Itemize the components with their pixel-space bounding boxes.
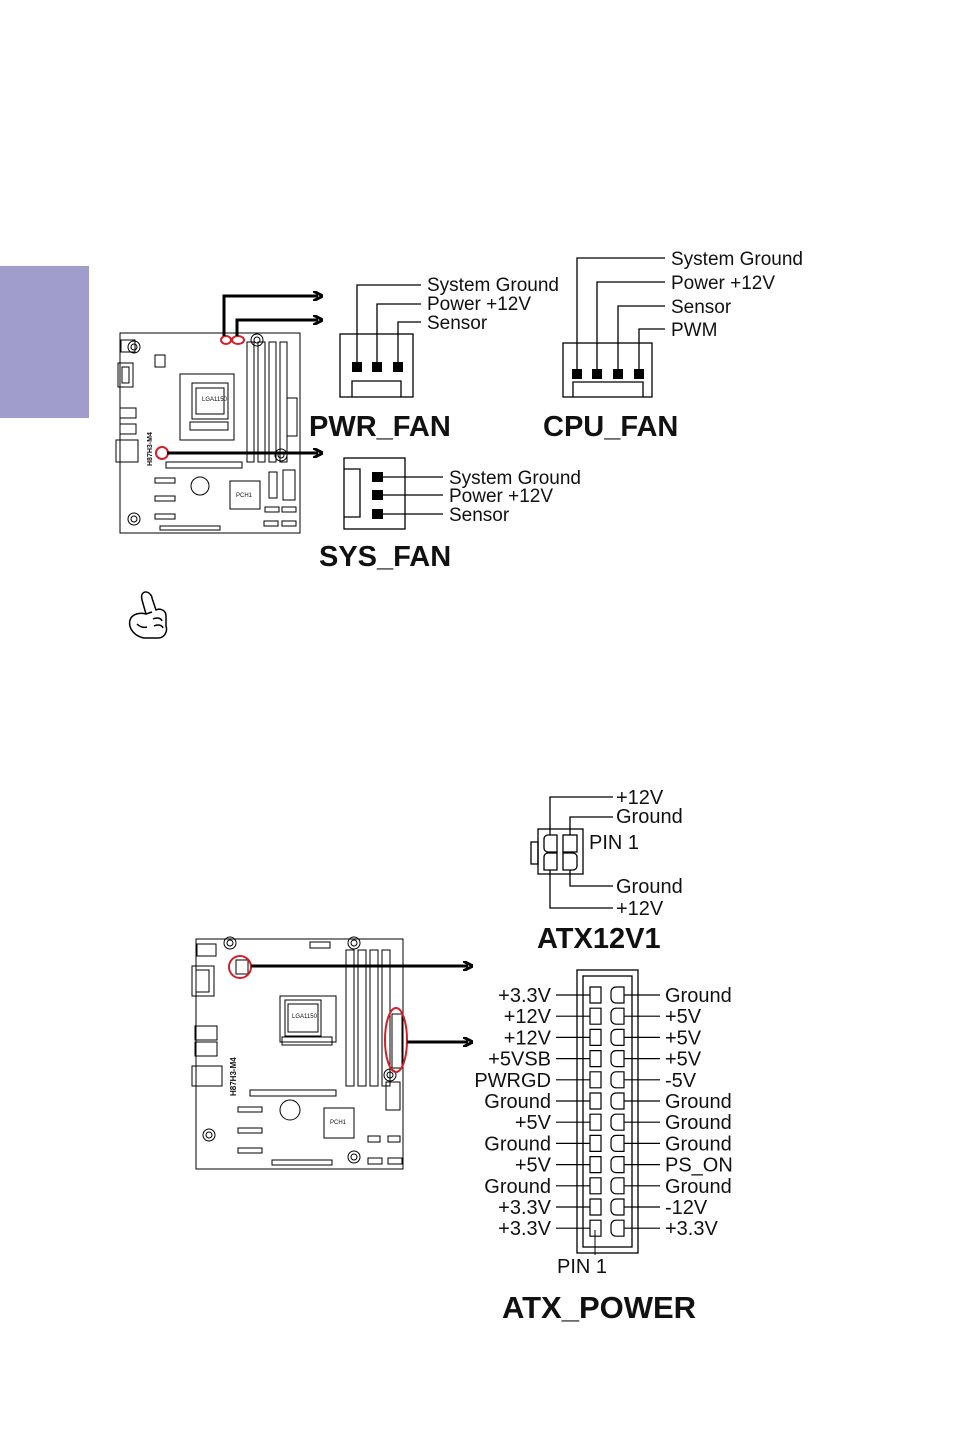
atx-power-pin-right — [610, 1156, 625, 1174]
atx-power-pin1-label: PIN 1 — [557, 1256, 607, 1278]
atx-power-pin-right — [610, 1071, 625, 1089]
atx-power-left-label: Ground — [484, 1091, 551, 1113]
pwr-fan-connector — [339, 284, 421, 398]
atx-power-pin-right — [610, 1134, 625, 1152]
cpu-fan-pins — [572, 369, 644, 379]
atx-power-pin-right — [610, 1092, 625, 1110]
atx-power-left-label: Ground — [484, 1133, 551, 1155]
atx12v1-pin-bottom-1: Ground — [616, 876, 683, 898]
motherboard-bottom — [191, 936, 408, 1170]
atx-power-left-label: +5V — [515, 1112, 552, 1134]
atx-power-title: ATX_POWER — [502, 1290, 696, 1325]
atx12v1-title: ATX12V1 — [537, 923, 661, 955]
pwr-fan-pin-3: Sensor — [427, 313, 488, 334]
sys-fan-pin-3: Sensor — [449, 505, 510, 526]
cpu-fan-pin-1: System Ground — [671, 249, 803, 270]
board-chipset-top: PCH1 — [236, 493, 253, 499]
atx-power-right-label: -12V — [665, 1197, 708, 1219]
atx-power-connector — [576, 969, 639, 1254]
sys-fan-pins — [372, 472, 383, 519]
motherboard-top — [115, 332, 301, 534]
atx-arrows — [251, 966, 468, 1042]
atx-power-pin-left — [589, 1134, 602, 1152]
atx-power-pin-right — [610, 1028, 625, 1046]
atx12v1-pin1-label: PIN 1 — [589, 832, 639, 854]
cpu-fan-pin-2: Power +12V — [671, 273, 775, 294]
atx-power-right-label: +5V — [665, 1049, 702, 1071]
atx-power-left-label: +3.3V — [498, 1197, 551, 1219]
atx-power-right-label: +3.3V — [665, 1218, 718, 1240]
atx-power-right-label: +5V — [665, 1006, 702, 1028]
atx-power-pin-right — [610, 1007, 625, 1025]
atx-power-right-label: +5V — [665, 1027, 702, 1049]
atx-power-right-label: PS_ON — [665, 1155, 733, 1177]
sys-fan-pin-1: System Ground — [449, 468, 581, 489]
atx-power-left-label: +3.3V — [498, 985, 551, 1007]
sys-fan-pin-2: Power +12V — [449, 486, 553, 507]
atx-power-pin-right — [610, 1050, 625, 1068]
atx-power-pin-left — [589, 1071, 602, 1089]
atx-power-right-label: -5V — [665, 1070, 697, 1092]
atx-power-pin-right — [610, 986, 625, 1004]
atx-power-pin-right — [610, 1177, 625, 1195]
atx-power-pin-left — [589, 1219, 602, 1237]
atx-power-left-label: +3.3V — [498, 1218, 551, 1240]
atx-power-right-label: Ground — [665, 985, 732, 1007]
cpu-fan-title: CPU_FAN — [543, 411, 678, 443]
atx-power-pin-right — [610, 1219, 625, 1237]
atx-power-left-label: Ground — [484, 1176, 551, 1198]
atx-power-pin-left — [589, 1007, 602, 1025]
atx-power-left-label: +12V — [504, 1027, 552, 1049]
board-socket-bottom: LGA1150 — [292, 1014, 318, 1020]
atx-power-pin-left — [589, 1028, 602, 1046]
atx-power-pin-left — [589, 1092, 602, 1110]
pwr-fan-title: PWR_FAN — [309, 411, 451, 443]
atx-power-right-label: Ground — [665, 1133, 732, 1155]
atx-power-pin-right — [610, 1198, 625, 1216]
cpu-fan-pin-3: Sensor — [671, 297, 732, 318]
atx-power-left-label: +5V — [515, 1155, 552, 1177]
atx-power-pin-left — [589, 1198, 602, 1216]
atx-power-pin-left — [589, 986, 602, 1004]
atx12v1-connector — [530, 796, 613, 909]
sys-fan-title: SYS_FAN — [319, 541, 451, 573]
atx-power-pin-left — [589, 1113, 602, 1131]
board-model-top: H87H3-M4 — [147, 432, 154, 466]
atx12v1-pin-top-1: +12V — [616, 787, 664, 809]
atx-power-right-label: Ground — [665, 1091, 732, 1113]
atx-power-left-label: PWRGD — [474, 1070, 551, 1092]
board-model-bottom: H87H3-M4 — [229, 1057, 238, 1096]
atx-power-right-label: Ground — [665, 1176, 732, 1198]
board-socket-top: LGA1150 — [202, 397, 228, 403]
sys-fan-connector — [343, 457, 443, 530]
pwr-fan-pins — [352, 362, 403, 372]
cpu-fan-pin-4: PWM — [671, 320, 717, 341]
cpu-fan-connector — [562, 257, 665, 398]
atx-power-right-label: Ground — [665, 1112, 732, 1134]
pwr-fan-arrows — [167, 296, 318, 453]
atx-power-left-label: +12V — [504, 1006, 552, 1028]
pwr-fan-pin-2: Power +12V — [427, 294, 531, 315]
atx-power-pin-left — [589, 1156, 602, 1174]
atx-power-pin-right — [610, 1113, 625, 1131]
pointing-hand-icon — [128, 591, 168, 639]
atx-power-left-label: +5VSB — [488, 1049, 551, 1071]
atx12v1-pin-top-2: Ground — [616, 806, 683, 828]
chapter-side-tab — [0, 266, 89, 418]
board-chipset-bottom: PCH1 — [330, 1120, 347, 1126]
atx-power-pin-left — [589, 1050, 602, 1068]
atx-power-pin-left — [589, 1177, 602, 1195]
pwr-fan-pin-1: System Ground — [427, 275, 559, 296]
atx12v1-pin-bottom-2: +12V — [616, 898, 664, 920]
